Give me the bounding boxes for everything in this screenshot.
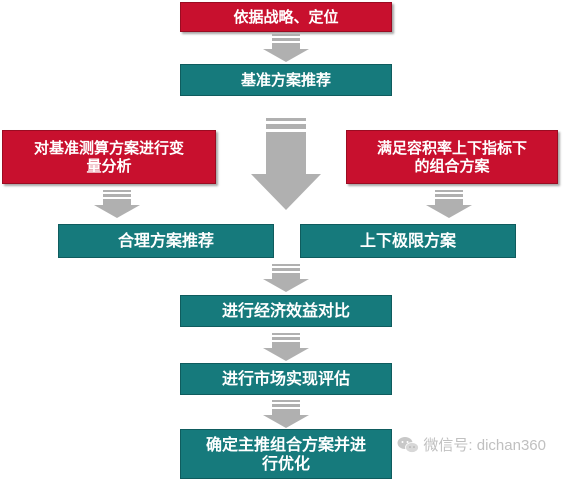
limit-plan-box: 上下极限方案 [300, 224, 516, 258]
final-optimization-line2: 行优化 [261, 454, 310, 473]
combination-plan-line1: 满足容积率上下指标下 [376, 139, 527, 157]
economic-comparison-box: 进行经济效益对比 [180, 295, 392, 327]
arrow-down-1 [263, 34, 309, 62]
wechat-watermark: 微信号: dichan360 [397, 434, 546, 455]
combination-plan-line2: 的组合方案 [414, 157, 490, 175]
arrow-down-left [94, 190, 140, 218]
reasonable-plan-box: 合理方案推荐 [58, 224, 274, 258]
limit-plan-label: 上下极限方案 [359, 231, 456, 251]
economic-comparison-label: 进行经济效益对比 [221, 301, 350, 321]
market-evaluation-box: 进行市场实现评估 [180, 363, 392, 395]
variable-analysis-box: 对基准测算方案进行变 量分析 [2, 130, 216, 184]
variable-analysis-line2: 量分析 [86, 157, 132, 175]
combination-plan-box: 满足容积率上下指标下 的组合方案 [346, 130, 558, 184]
arrow-down-2 [263, 264, 309, 292]
baseline-plan-box: 基准方案推荐 [180, 64, 392, 96]
final-optimization-line1: 确定主推组合方案并进 [205, 434, 366, 454]
final-optimization-box: 确定主推组合方案并进 行优化 [180, 429, 392, 479]
arrow-down-3 [263, 333, 309, 361]
wechat-icon [397, 436, 420, 453]
strategy-positioning-box: 依据战略、定位 [180, 2, 392, 32]
market-evaluation-label: 进行市场实现评估 [221, 369, 350, 389]
variable-analysis-line1: 对基准测算方案进行变 [33, 139, 184, 157]
watermark-text: 微信号: dichan360 [423, 437, 546, 454]
strategy-positioning-label: 依据战略、定位 [233, 8, 339, 26]
arrow-down-big [251, 118, 321, 210]
arrow-down-4 [263, 400, 309, 428]
arrow-down-right [426, 190, 472, 218]
baseline-plan-label: 基准方案推荐 [240, 71, 331, 89]
reasonable-plan-label: 合理方案推荐 [117, 231, 214, 251]
